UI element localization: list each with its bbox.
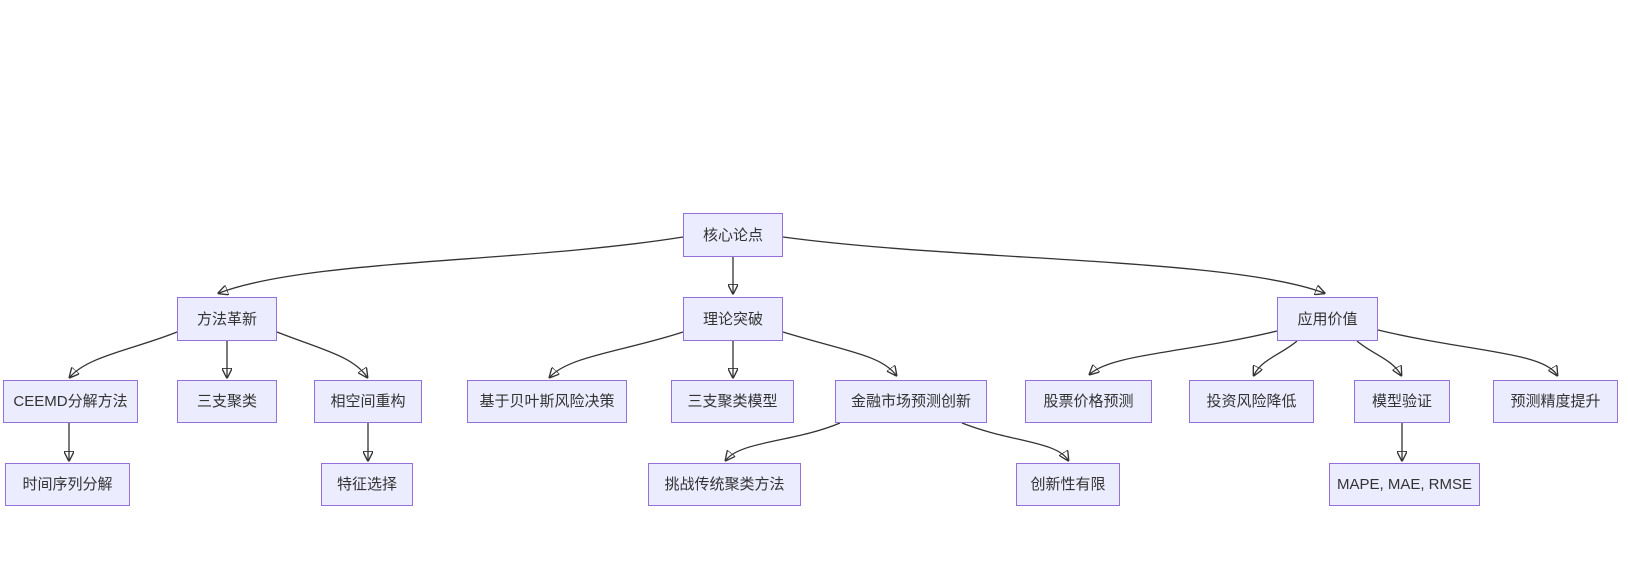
- node-time-series-decomposition: 时间序列分解: [5, 463, 130, 506]
- node-limited-innovation: 创新性有限: [1016, 463, 1120, 506]
- edge-method-to-phasespace: [276, 331, 367, 377]
- node-method-innovation: 方法革新: [177, 297, 277, 341]
- edge-finance-to-limited: [961, 422, 1068, 460]
- node-investment-risk-reduction: 投资风险降低: [1189, 380, 1314, 423]
- node-model-validation: 模型验证: [1354, 380, 1450, 423]
- edge-theory-to-finance: [782, 331, 896, 375]
- node-challenge-traditional-clustering: 挑战传统聚类方法: [648, 463, 801, 506]
- edge-core-to-method: [219, 236, 684, 293]
- node-bayesian-risk-decision: 基于贝叶斯风险决策: [467, 380, 627, 423]
- node-application-value: 应用价值: [1277, 297, 1378, 341]
- edge-method-to-ceemd: [70, 331, 178, 377]
- node-forecast-precision-improvement: 预测精度提升: [1493, 380, 1618, 423]
- edge-finance-to-challenge: [726, 422, 841, 460]
- node-phase-space-reconstruction: 相空间重构: [314, 380, 422, 423]
- edge-core-to-application: [782, 236, 1324, 293]
- node-stock-price-prediction: 股票价格预测: [1025, 380, 1152, 423]
- node-theory-breakthrough: 理论突破: [683, 297, 783, 341]
- node-three-way-clustering: 三支聚类: [177, 380, 277, 423]
- node-feature-selection: 特征选择: [321, 463, 413, 506]
- edge-application-to-stock: [1090, 330, 1278, 374]
- node-three-way-clustering-model: 三支聚类模型: [671, 380, 794, 423]
- node-core-thesis: 核心论点: [683, 213, 783, 257]
- edge-application-to-validation: [1356, 340, 1401, 375]
- edge-theory-to-bayes: [550, 331, 684, 377]
- node-ceemd-decomposition: CEEMD分解方法: [3, 380, 138, 423]
- node-financial-market-forecast-innovation: 金融市场预测创新: [835, 380, 987, 423]
- edge-application-to-precision: [1377, 329, 1557, 375]
- edge-application-to-risk: [1254, 340, 1298, 375]
- node-metrics-mape-mae-rmse: MAPE, MAE, RMSE: [1329, 463, 1480, 506]
